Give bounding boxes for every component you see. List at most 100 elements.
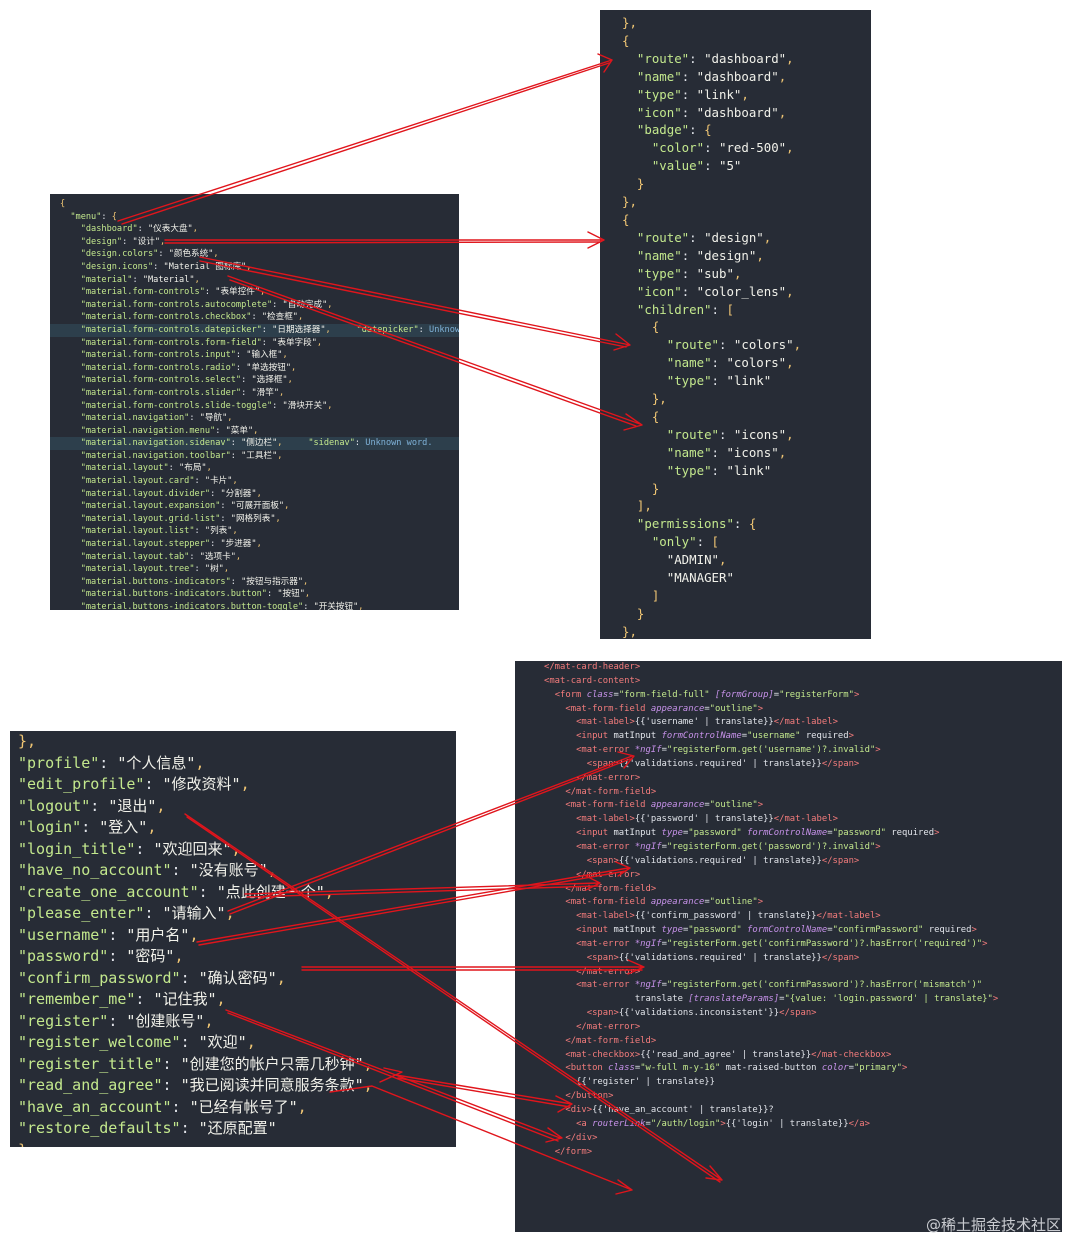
template-code-line: </button> [565,1091,614,1102]
i18n-code-line: "username": "用户名", [18,925,199,944]
route-code-line: "route": "colors", [666,337,802,353]
route-code-line: "route": "dashboard", [636,50,794,66]
route-code-line: "children": [ [636,301,734,317]
menu-code-line: "material.layout.card": "卡片", [80,476,238,487]
route-code-line: "badge": { [636,122,712,138]
menu-code-line: "material.layout.expansion": "可展开面板", [80,501,290,512]
i18n-code-line: "register_title": "创建您的帐户只需几秒钟", [18,1054,373,1073]
i18n-code-line: "create_one_account": "点此创建一个", [18,882,334,901]
template-code-line: <span>{{'validations.inconsistent'}}</sp… [586,1008,817,1019]
i18n-code-line: "read_and_agree": "我已阅读并同意服务条款", [18,1076,373,1094]
template-code-line: <mat-label>{{'confirm_password' | transl… [576,911,881,922]
template-code-line: </mat-error> [576,772,641,783]
template-code-line: <input matInput formControlName="usernam… [576,731,854,742]
route-code-line: "route": "design", [636,229,772,245]
i18n-code-line: "confirm_password": "确认密码", [18,968,286,987]
template-code-line: translate [translateParams]="{value: 'lo… [544,994,999,1005]
template-code-line: <mat-label>{{'password' | translate}}</m… [576,814,838,825]
route-code-line: }, [622,623,637,639]
template-code-line: </mat-error> [576,1021,641,1032]
route-code-line: }, [622,391,667,407]
register-template-code-panel: </mat-card-header><mat-card-content> <fo… [515,661,1062,1232]
menu-code-line: "material.form-controls": "表单控件", [80,287,266,298]
i18n-code-line: "login": "登入", [18,818,157,836]
template-code-line: <span>{{'validations.required' | transla… [586,758,860,769]
route-code-line: }, [622,194,637,210]
menu-code-line: "material.layout.divider": "分割器", [80,488,262,499]
menu-code-line: "design.icons": "Material 图标库", [80,261,252,272]
i18n-code-line: "have_an_account": "已经有帐号了", [18,1097,307,1116]
template-code-line: <input matInput type="password" formCont… [576,828,940,839]
menu-code-line: "material.form-controls.checkbox": "检查框"… [80,312,304,323]
menu-code-line: "material.navigation.sidenav": "侧边栏", "s… [50,437,459,450]
template-code-line: <mat-error *ngIf="registerForm.get('conf… [576,938,988,949]
route-code-line: ] [622,588,660,603]
menu-code-line: "material.layout": "布局", [80,463,212,474]
template-code-line: </mat-form-field> [565,1035,657,1046]
template-code-line: <span>{{'validations.required' | transla… [586,855,860,866]
template-code-line: </mat-card-header> [544,662,641,672]
route-code-line: "type": "link", [636,86,749,102]
template-code-line: <mat-card-content> [544,675,641,686]
template-code-line: <a routerLink="/auth/login">{{'login' | … [576,1118,870,1129]
route-code-line: { [622,32,630,48]
menu-code-line: "material.buttons-indicators.button": "按… [80,589,311,600]
i18n-code-line: "logout": "退出", [18,796,166,815]
i18n-code-line: "register_welcome": "欢迎", [18,1033,256,1051]
template-code-line: <mat-error *ngIf="registerForm.get('user… [576,745,881,756]
menu-code-line: "material.navigation.toolbar": "工具栏", [80,450,283,461]
i18n-code-line: "login_title": "欢迎回来", [18,839,241,858]
route-code-line: "ADMIN", [666,552,727,568]
template-code-line: <div>{{'have_an_account' | translate}}? [565,1105,774,1115]
menu-code-line: "material.form-controls.form-field": "表单… [80,337,323,348]
template-code-line: <mat-error *ngIf="registerForm.get('conf… [576,980,983,991]
i18n-code-line: "register": "创建账号", [18,1011,214,1030]
route-code-line: } [622,176,645,192]
route-code-line: }, [622,15,637,30]
route-code-line: "color": "red-500", [651,140,794,156]
menu-code-line: { [60,199,66,209]
menu-code-line: "material.buttons-indicators.button-togg… [80,602,364,610]
menu-code-line: "design.colors": "颜色系统", [80,249,219,260]
template-code-line: {{'register' | translate}} [576,1077,715,1088]
template-code-line: <mat-error *ngIf="registerForm.get('pass… [576,841,881,852]
template-code-line: </form> [554,1146,593,1157]
menu-code-line: "material.form-controls.autocomplete": "… [80,299,333,310]
template-code-line: </mat-form-field> [565,883,657,894]
template-code-line: <mat-label>{{'username' | translate}}</m… [576,717,838,728]
route-code-line: { [622,319,660,335]
route-code-line: "icon": "color_lens", [636,283,794,299]
menu-code-line: "material.form-controls.slide-toggle": "… [80,400,333,411]
route-code-line: "only": [ [651,534,719,550]
menu-code-line: "design": "设计", [80,236,166,247]
template-code-line: </div> [565,1132,598,1143]
template-code-line: <mat-form-field appearance="outline"> [565,703,764,714]
i18n-code-line: "restore_defaults": "还原配置" [18,1119,277,1137]
menu-code-line: "material.layout.list": "列表", [80,526,238,537]
route-code-line: } [622,480,660,496]
menu-code-line: "menu": { [70,211,117,222]
i18n-menu-code-panel: { "menu": { "dashboard": "仪表大盘", "design… [50,194,459,610]
i18n-code-line: "please_enter": "请输入", [18,904,235,922]
i18n-code-line: "have_no_account": "没有账号", [18,861,277,879]
route-code-line: ], [622,498,652,514]
route-code-line: } [622,605,645,621]
menu-code-line: "material.form-controls.radio": "单选按钮", [80,362,297,373]
route-code-line: "value": "5" [651,158,742,174]
template-code-line: </mat-form-field> [565,786,657,797]
menu-code-line: "material.layout.tab": "选项卡", [80,551,242,562]
menu-code-line: "material.navigation.menu": "菜单", [80,425,259,436]
i18n-code-line: "edit_profile": "修改资料", [18,775,250,793]
template-code-line: <button class="w-full m-y-16" mat-raised… [565,1063,908,1074]
route-code-line: "type": "sub", [636,265,742,281]
i18n-code-line: "remember_me": "记住我", [18,990,226,1008]
menu-code-line: "material": "Material", [80,274,200,285]
menu-code-line: "material.form-controls.input": "输入框", [80,350,288,361]
template-code-line: <mat-form-field appearance="outline"> [565,897,764,908]
route-code-line: "type": "link" [666,373,772,389]
template-code-line: </mat-error> [576,966,641,977]
route-code-line: "MANAGER" [666,570,734,586]
menu-route-json-panel: },{ "route": "dashboard", "name": "dashb… [600,10,871,639]
template-code-line: <mat-checkbox>{{'read_and_agree' | trans… [565,1049,892,1060]
route-code-line: "name": "icons", [666,444,787,460]
